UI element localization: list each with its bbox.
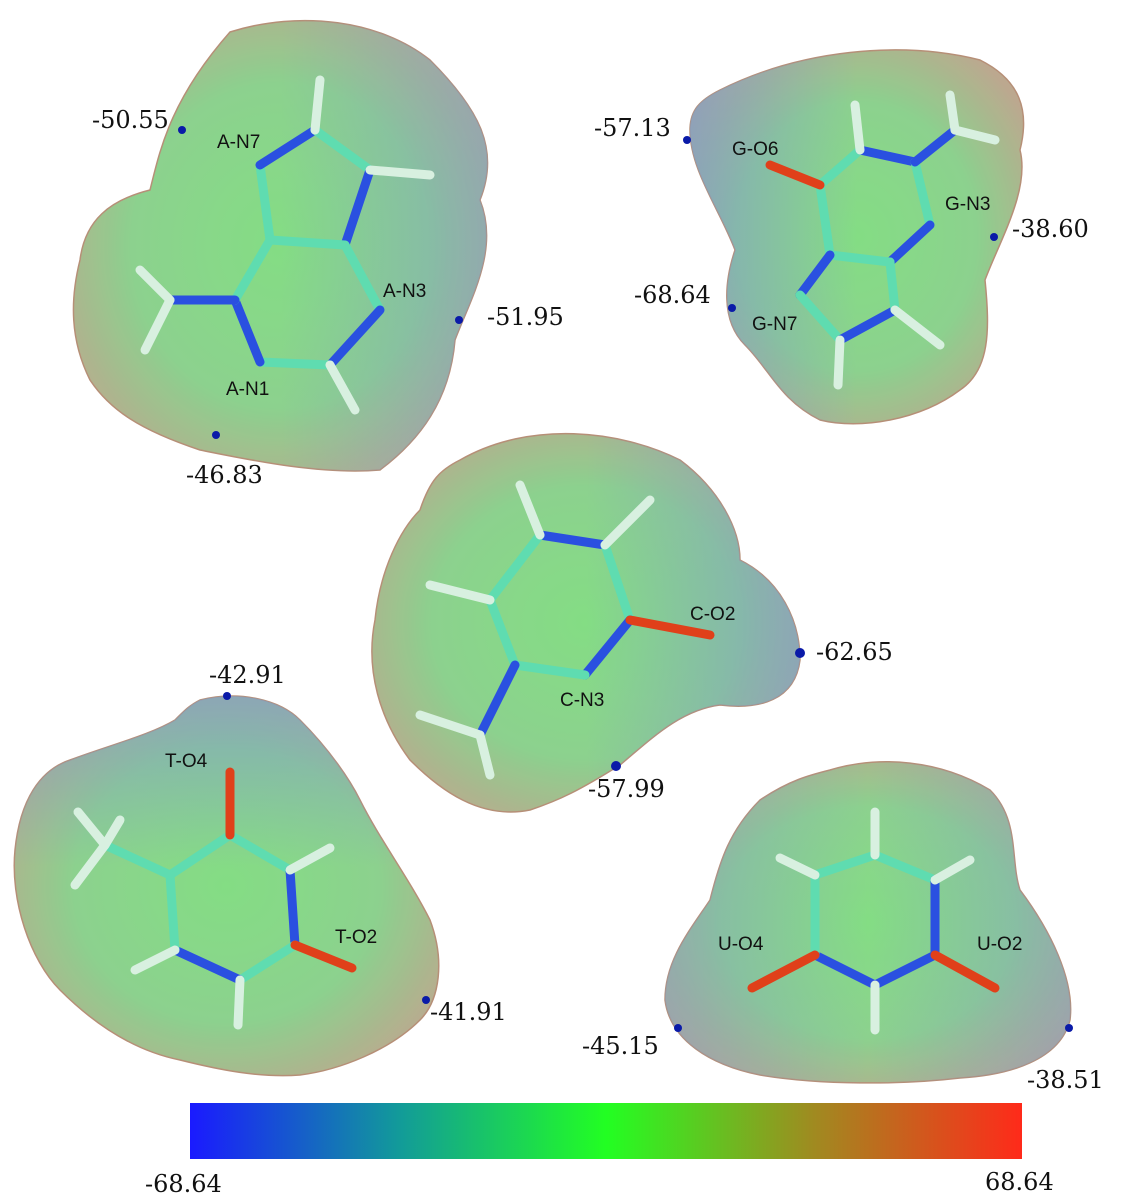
adenine-n3-label: A-N3	[383, 281, 426, 302]
thymine-surface-tint	[14, 696, 439, 1076]
adenine-n1-value: -46.83	[186, 461, 263, 489]
cytosine-o2-marker	[795, 648, 805, 658]
guanine-n3-value: -38.60	[1012, 215, 1089, 243]
cytosine-molecule: C-O2 C-N3 -62.65 -57.99	[371, 432, 893, 813]
thymine-o2-marker	[422, 996, 430, 1004]
thymine-o4-value: -42.91	[209, 661, 286, 689]
adenine-n3-value: -51.95	[487, 303, 564, 331]
adenine-n7-value: -50.55	[92, 106, 169, 134]
guanine-n3-marker	[990, 233, 998, 241]
cytosine-surface-tint	[371, 433, 800, 812]
guanine-o6-label: G-O6	[732, 139, 778, 160]
cytosine-n3-label: C-N3	[560, 690, 604, 711]
guanine-molecule: G-O6 G-N3 G-N7 -57.13 -38.60 -68.64	[594, 49, 1089, 425]
uracil-o2-marker	[1065, 1024, 1073, 1032]
cytosine-bonds	[415, 480, 715, 780]
adenine-n1-label: A-N1	[226, 379, 269, 400]
colorbar-gradient	[190, 1103, 1022, 1159]
uracil-o4-label: U-O4	[718, 934, 764, 955]
uracil-o2-value: -38.51	[1027, 1066, 1104, 1094]
adenine-n7-label: A-N7	[217, 132, 260, 153]
thymine-o4-marker	[223, 692, 231, 700]
guanine-n3-label: G-N3	[945, 194, 990, 215]
adenine-n7-marker	[178, 126, 186, 134]
thymine-o2-label: T-O2	[335, 927, 377, 948]
uracil-molecule: U-O4 U-O2 -45.15 -38.51	[582, 761, 1104, 1094]
uracil-o4-marker	[674, 1024, 682, 1032]
cytosine-n3-marker	[611, 761, 621, 771]
uracil-bonds	[747, 807, 1000, 1035]
uracil-o2-label: U-O2	[977, 934, 1022, 955]
thymine-o2-value: -41.91	[430, 998, 507, 1026]
colorbar: -68.64 68.64	[145, 1103, 1054, 1197]
colorbar-min-label: -68.64	[145, 1170, 222, 1197]
adenine-n1-marker	[212, 431, 220, 439]
guanine-bonds	[765, 90, 1000, 390]
guanine-n7-label: G-N7	[752, 314, 797, 335]
adenine-n3-marker	[455, 316, 463, 324]
thymine-o4-label: T-O4	[165, 751, 208, 772]
guanine-o6-marker	[683, 136, 691, 144]
uracil-surface-tint-right	[665, 761, 1071, 1083]
thymine-bonds	[70, 767, 357, 1030]
guanine-n7-marker	[728, 304, 736, 312]
thymine-molecule: T-O4 T-O2 -42.91 -41.91	[13, 661, 507, 1077]
cytosine-o2-value: -62.65	[816, 638, 893, 666]
cytosine-n3-value: -57.99	[588, 775, 665, 803]
uracil-o4-value: -45.15	[582, 1032, 659, 1060]
adenine-bonds	[135, 75, 435, 415]
colorbar-max-label: 68.64	[985, 1168, 1054, 1196]
guanine-o6-value: -57.13	[594, 114, 671, 142]
adenine-molecule: A-N7 A-N3 A-N1 -50.55 -51.95 -46.83	[72, 19, 564, 489]
adenine-surface-tint	[73, 20, 488, 471]
guanine-n7-value: -68.64	[634, 281, 711, 309]
cytosine-o2-label: C-O2	[690, 604, 735, 625]
